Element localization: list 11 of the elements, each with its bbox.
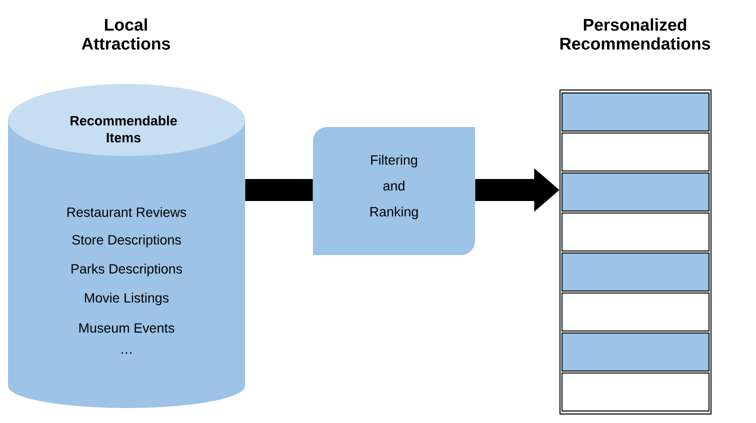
heading: Local Attractions [82, 18, 170, 50]
list-cell [562, 292, 710, 332]
list-cell [562, 172, 710, 212]
list-cell [562, 92, 710, 132]
list-cell [562, 332, 710, 372]
heading: Personalized Recommendations [560, 18, 710, 50]
list-cell [562, 212, 710, 252]
list-cell [562, 372, 710, 412]
list-cell [562, 132, 710, 172]
list-cell [562, 252, 710, 292]
process-box: Filtering and Ranking [313, 127, 475, 255]
